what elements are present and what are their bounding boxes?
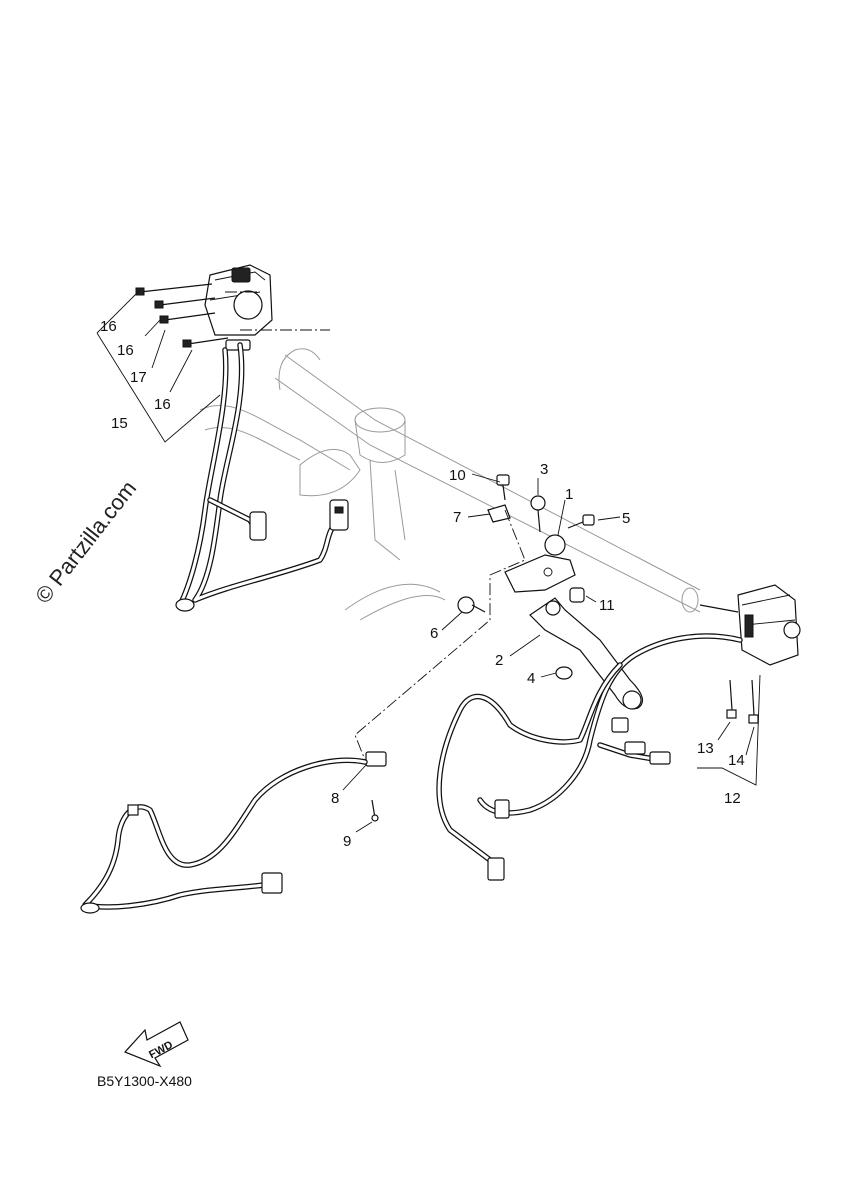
callout-7: 7 bbox=[453, 509, 461, 526]
leader-lines bbox=[96, 289, 761, 833]
callout-3: 3 bbox=[540, 461, 548, 478]
left-switch-harness bbox=[175, 342, 349, 612]
callout-13: 13 bbox=[697, 740, 714, 757]
small-hardware bbox=[365, 474, 759, 822]
callout-12: 12 bbox=[724, 790, 741, 807]
right-handlebar-switch bbox=[699, 584, 801, 666]
callout-5: 5 bbox=[622, 510, 630, 527]
callout-2: 2 bbox=[495, 652, 503, 669]
callout-9: 9 bbox=[343, 833, 351, 850]
fwd-arrow-icon: FWD bbox=[123, 1021, 189, 1068]
right-switch-harness bbox=[436, 633, 743, 881]
callout-6: 6 bbox=[430, 625, 438, 642]
callout-10: 10 bbox=[449, 467, 466, 484]
callout-16b: 16 bbox=[117, 342, 134, 359]
clutch-lever-holder bbox=[504, 534, 644, 710]
callout-11: 11 bbox=[599, 597, 615, 614]
diagram-code: B5Y1300-X480 bbox=[97, 1073, 192, 1089]
callout-8: 8 bbox=[331, 790, 339, 807]
callout-17: 17 bbox=[130, 369, 147, 386]
callout-1: 1 bbox=[565, 486, 573, 503]
left-handlebar-switch bbox=[204, 264, 273, 351]
callout-14: 14 bbox=[728, 752, 745, 769]
clutch-switch-harness bbox=[80, 757, 368, 914]
callout-16a: 16 bbox=[100, 318, 117, 335]
watermark: © Partzilla.com bbox=[30, 476, 141, 608]
callout-4: 4 bbox=[527, 670, 535, 687]
callout-16c: 16 bbox=[154, 396, 171, 413]
callout-15: 15 bbox=[111, 415, 128, 432]
left-switch-screws bbox=[135, 283, 229, 348]
handlebar-ghost bbox=[199, 348, 701, 621]
callout-labels: 1 2 3 4 5 6 7 8 9 10 11 12 13 14 15 16 1… bbox=[100, 318, 745, 850]
